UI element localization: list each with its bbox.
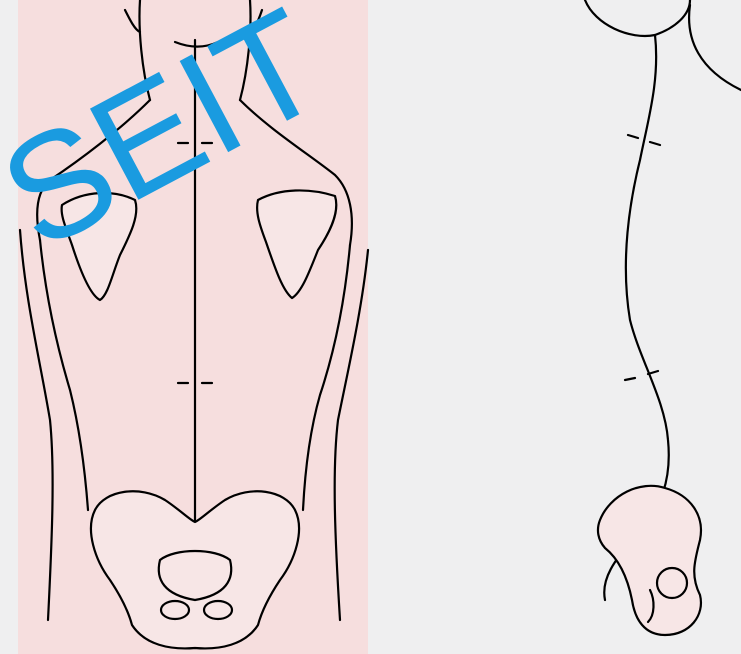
spine-illustration: SEIT: [0, 0, 741, 654]
illustration-canvas: SEIT: [0, 0, 741, 654]
